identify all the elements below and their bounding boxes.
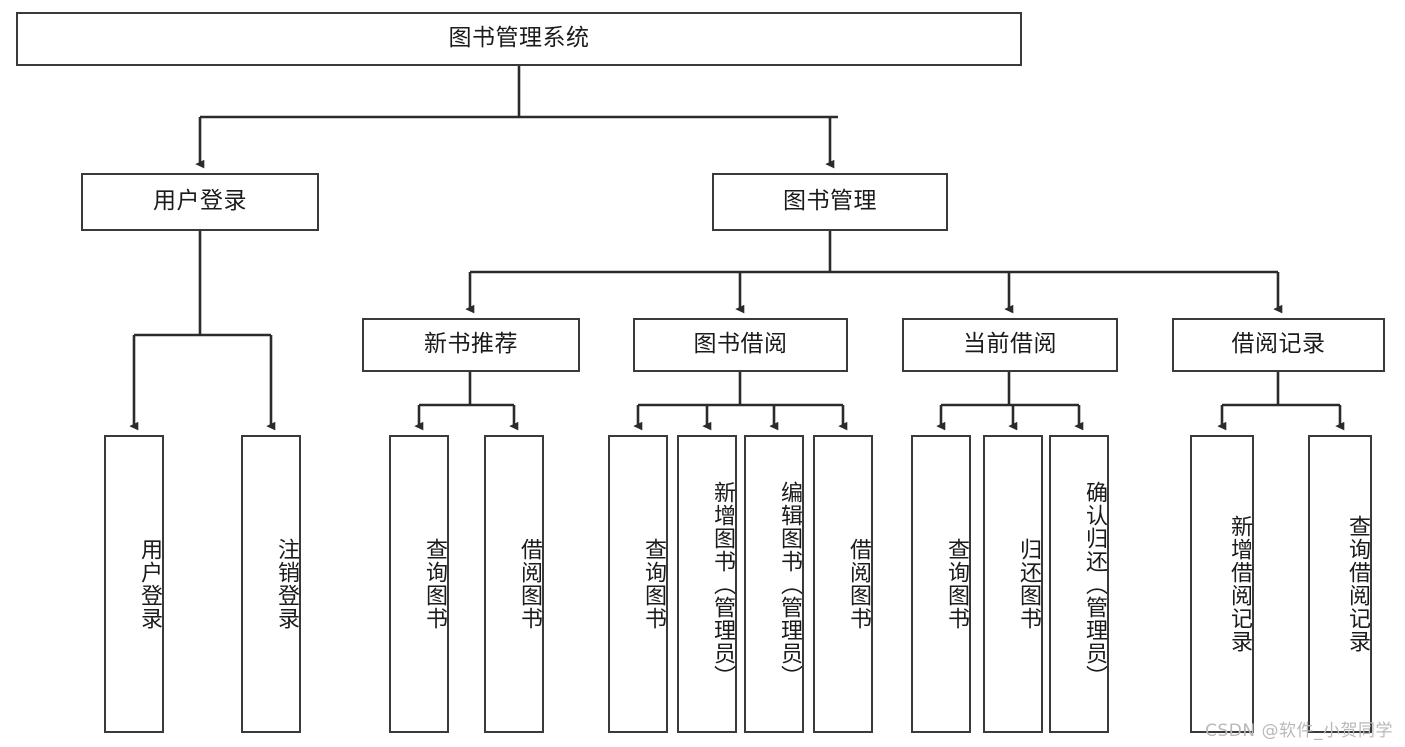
leaf-return-book[interactable]: 归还图书 xyxy=(983,435,1043,733)
leaf-query-book-current[interactable]: 查询图书 xyxy=(911,435,971,733)
leaf-query-book-borrow[interactable]: 查询图书 xyxy=(608,435,668,733)
leaf-confirm-return-admin[interactable]: 确认归还（管理员） xyxy=(1049,435,1109,733)
leaf-edit-book-admin[interactable]: 编辑图书（管理员） xyxy=(744,435,804,733)
node-current-borrow[interactable]: 当前借阅 xyxy=(902,318,1118,372)
leaf-logout[interactable]: 注销登录 xyxy=(241,435,301,733)
node-book-management[interactable]: 图书管理 xyxy=(712,173,948,231)
leaf-add-borrow-record[interactable]: 新增借阅记录 xyxy=(1190,435,1254,733)
node-root-system[interactable]: 图书管理系统 xyxy=(16,12,1022,66)
leaf-user-login[interactable]: 用户登录 xyxy=(104,435,164,733)
leaf-borrow-book-borrow[interactable]: 借阅图书 xyxy=(813,435,873,733)
csdn-watermark: CSDN @软件_小贺同学 xyxy=(1205,721,1393,741)
node-new-book-recommend[interactable]: 新书推荐 xyxy=(362,318,580,372)
leaf-query-book-recommend[interactable]: 查询图书 xyxy=(389,435,449,733)
leaf-query-borrow-record[interactable]: 查询借阅记录 xyxy=(1308,435,1372,733)
node-book-borrow[interactable]: 图书借阅 xyxy=(633,318,848,372)
node-user-login[interactable]: 用户登录 xyxy=(81,173,319,231)
leaf-borrow-book-recommend[interactable]: 借阅图书 xyxy=(484,435,544,733)
leaf-add-book-admin[interactable]: 新增图书（管理员） xyxy=(677,435,737,733)
node-borrow-record[interactable]: 借阅记录 xyxy=(1172,318,1385,372)
